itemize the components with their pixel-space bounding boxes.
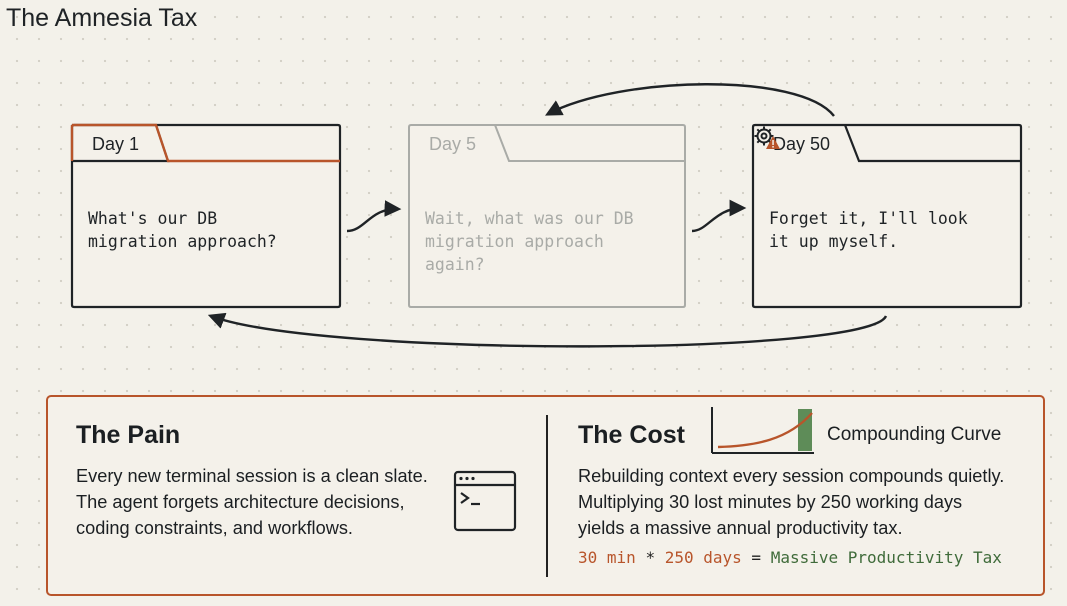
card-question: What's our DB migration approach? xyxy=(88,209,277,251)
card-day-5: Day 5 Wait, what was our DB migration ap… xyxy=(407,123,687,309)
card-tab-label: Day 50 xyxy=(773,134,831,154)
card-day-1: Day 1 What's our DB migration approach? xyxy=(70,123,342,309)
gear-warning-icon xyxy=(754,126,780,149)
formula-minutes: 30 min xyxy=(578,548,636,567)
card-day-50: Day 50 Forget it, I'll look it up myself… xyxy=(751,123,1023,309)
folder-outline xyxy=(408,124,686,308)
arrow-day50-back-to-day1 xyxy=(207,312,888,348)
pain-heading: The Pain xyxy=(76,421,181,449)
card-question: Wait, what was our DB migration approach… xyxy=(425,209,634,274)
cost-formula: 30 min * 250 days = Massive Productivity… xyxy=(578,548,1002,567)
folder-outline xyxy=(70,123,342,309)
folder-outline xyxy=(751,123,1023,309)
card-question: Forget it, I'll look it up myself. xyxy=(769,209,968,251)
cost-body: Rebuilding context every session compoun… xyxy=(578,466,1005,538)
formula-result: Massive Productivity Tax xyxy=(770,548,1002,567)
curve-label: Compounding Curve xyxy=(827,424,1002,445)
pain-body: Every new terminal session is a clean sl… xyxy=(76,466,428,538)
formula-equals: = xyxy=(751,548,762,567)
panel-divider xyxy=(546,415,548,577)
formula-days: 250 days xyxy=(664,548,742,567)
terminal-icon xyxy=(453,470,517,532)
formula-times: * xyxy=(645,548,656,567)
arrow-day5-to-day50 xyxy=(691,199,747,233)
arrow-day1-to-day5 xyxy=(346,200,402,233)
page-title: The Amnesia Tax xyxy=(6,4,198,32)
card-tab-label: Day 5 xyxy=(429,134,477,154)
card-tab-label: Day 1 xyxy=(92,134,140,154)
arrow-day50-back-to-day5 xyxy=(545,83,835,117)
compounding-curve-icon xyxy=(711,407,814,454)
cost-heading: The Cost xyxy=(578,421,685,449)
summary-panel: The Pain Every new terminal session is a… xyxy=(46,395,1045,596)
